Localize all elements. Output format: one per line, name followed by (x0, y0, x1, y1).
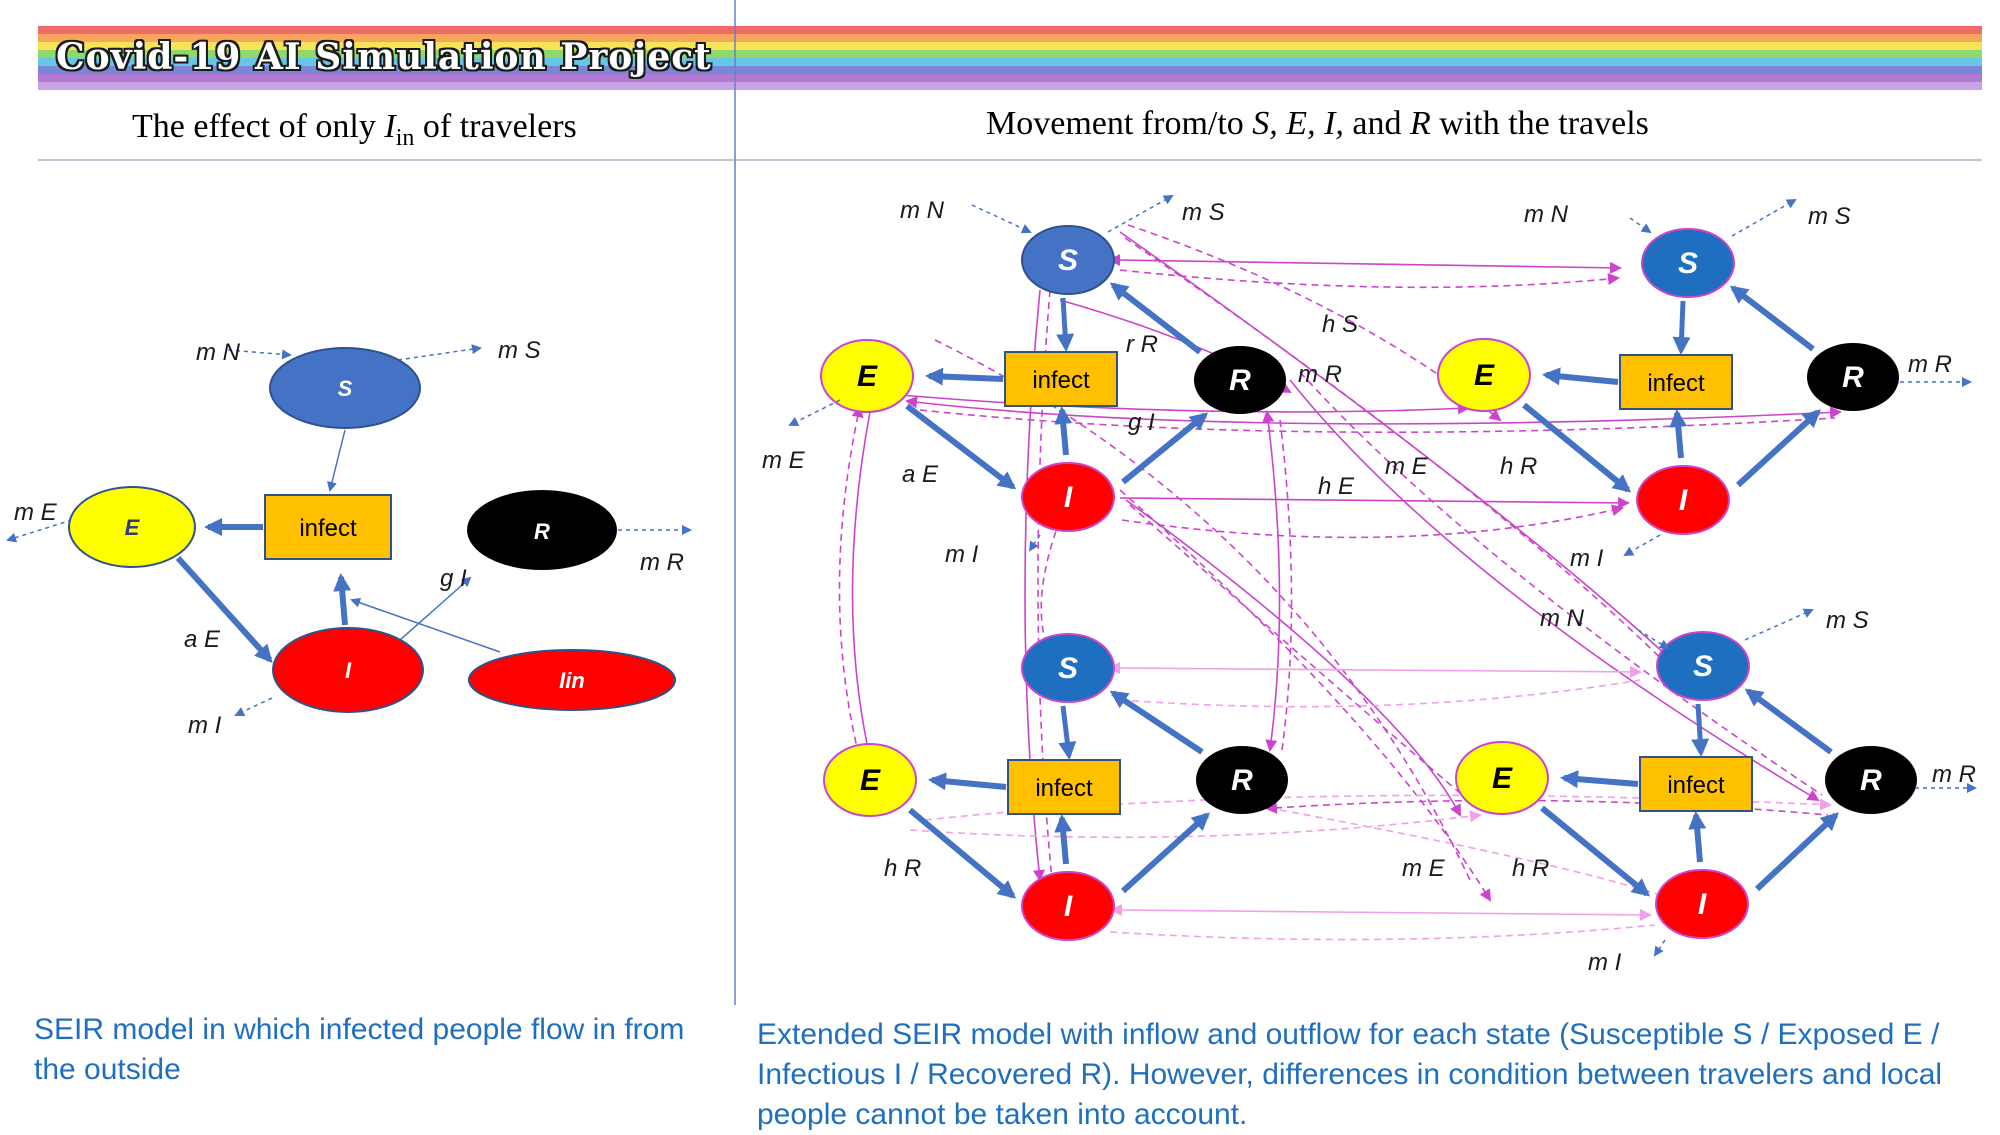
left-infect-box (264, 494, 392, 560)
label-tl-mE: m E (762, 447, 806, 474)
svg-text:m I: m I (188, 712, 222, 739)
left-node-iin (468, 649, 676, 711)
label-bl-hR: h R (884, 855, 921, 882)
left-node-e (68, 486, 196, 568)
svg-text:m S: m S (498, 337, 541, 364)
infect-box-tr (1619, 354, 1733, 410)
node-i-br (1655, 869, 1749, 939)
left-node-r (467, 490, 617, 570)
svg-text:S: S (1678, 247, 1698, 280)
label-hR-mid: h R (1500, 453, 1537, 480)
node-s-br (1656, 631, 1750, 701)
svg-text:E: E (125, 515, 141, 540)
svg-text:S: S (1058, 652, 1078, 685)
node-r-tl (1194, 346, 1286, 414)
node-e-bl (823, 743, 917, 817)
label-hE: h E (1318, 473, 1355, 500)
node-s-tr (1641, 228, 1735, 298)
svg-text:S: S (1693, 650, 1713, 683)
svg-text:E: E (860, 764, 881, 797)
node-i-tl (1021, 462, 1115, 532)
node-i-bl (1021, 871, 1115, 941)
right-heading: Movement from/to S, E, I, and R with the… (986, 105, 1649, 142)
left-seir-diagram: S E I R Iin infect m N m S m E m R g I a… (6, 337, 692, 739)
svg-text:R: R (1860, 764, 1882, 797)
label-tr-mI: m I (1570, 545, 1604, 572)
svg-text:E: E (1474, 359, 1495, 392)
svg-text:I: I (1698, 888, 1707, 921)
svg-text:I: I (1064, 890, 1073, 923)
infect-box-br (1639, 756, 1753, 812)
svg-text:infect: infect (1035, 775, 1093, 802)
node-r-br (1825, 746, 1917, 814)
svg-text:S: S (338, 376, 353, 401)
label-br-mN: m N (1540, 605, 1585, 632)
right-caption: Extended SEIR model with inflow and outf… (757, 1018, 1943, 1131)
svg-text:infect: infect (1647, 370, 1705, 397)
svg-text:R: R (534, 519, 550, 544)
svg-text:m R: m R (640, 549, 684, 576)
label-br-mI: m I (1588, 949, 1622, 976)
svg-text:E: E (857, 360, 878, 393)
left-heading: The effect of only Iin of travelers (132, 108, 577, 151)
svg-text:E: E (1492, 762, 1513, 795)
label-tr-mN: m N (1524, 201, 1569, 228)
svg-text:a E: a E (184, 626, 221, 653)
label-tl-mS: m S (1182, 199, 1225, 226)
label-tl-gI: g I (1128, 409, 1155, 436)
node-e-br (1455, 741, 1549, 815)
node-s-tl (1021, 225, 1115, 295)
svg-text:I: I (1679, 484, 1688, 517)
label-br-mR: m R (1932, 761, 1976, 788)
svg-text:R: R (1842, 361, 1864, 394)
label-bot-mE: m E (1402, 855, 1446, 882)
label-tr-mS: m S (1808, 203, 1851, 230)
right-seir-diagrams: SEIRinfectSEIRinfectSEIRinfectSEIRinfect… (762, 195, 1977, 976)
svg-text:m E: m E (14, 499, 58, 526)
node-r-bl (1196, 746, 1288, 814)
left-node-i (272, 627, 424, 713)
label-br-mS: m S (1826, 607, 1869, 634)
label-tl-mN: m N (900, 197, 945, 224)
node-e-tr (1437, 338, 1531, 412)
svg-text:infect: infect (299, 515, 357, 542)
banner-title: Covid-19 AI Simulation Project (56, 36, 712, 78)
node-i-tr (1636, 465, 1730, 535)
left-caption: SEIR model in which infected people flow… (34, 1013, 685, 1086)
svg-text:infect: infect (1032, 367, 1090, 394)
node-r-tr (1807, 343, 1899, 411)
label-bot-hR: h R (1512, 855, 1549, 882)
svg-text:I: I (345, 658, 352, 683)
svg-text:infect: infect (1667, 772, 1725, 799)
left-node-s (269, 347, 421, 429)
node-e-tl (820, 339, 914, 413)
label-tl-rR: r R (1126, 331, 1158, 358)
infect-box-bl (1007, 759, 1121, 815)
label-tl-mI: m I (945, 541, 979, 568)
label-mR-mid: m R (1298, 361, 1342, 388)
svg-text:g I: g I (440, 565, 467, 592)
svg-text:S: S (1058, 244, 1078, 277)
title-banner: Covid-19 AI Simulation Project (38, 26, 1982, 90)
label-hS: h S (1322, 311, 1358, 338)
infect-box-tl (1004, 351, 1118, 407)
label-tl-aE: a E (902, 461, 939, 488)
svg-text:I: I (1064, 481, 1073, 514)
svg-text:Iin: Iin (559, 668, 585, 693)
label-mE-mid: m E (1385, 453, 1429, 480)
node-s-bl (1021, 633, 1115, 703)
svg-text:m N: m N (196, 339, 241, 366)
svg-text:R: R (1229, 364, 1251, 397)
travel-edges (838, 224, 1842, 941)
svg-text:R: R (1231, 764, 1253, 797)
label-tr-mR: m R (1908, 351, 1952, 378)
